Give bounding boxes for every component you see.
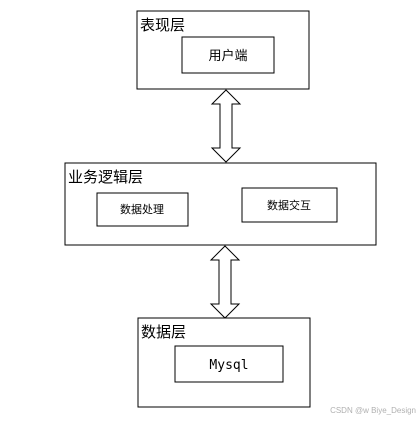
data-layer: 数据层 Mysql — [137, 317, 311, 408]
data-interaction-box — [241, 187, 338, 223]
client-box — [181, 36, 275, 74]
data-interaction-box-label: 数据交互 — [267, 198, 311, 212]
mysql-box-label: Mysql — [209, 358, 248, 373]
data-processing-box — [96, 192, 189, 227]
presentation-layer-title: 表现层 — [140, 16, 185, 34]
presentation-layer: 表现层 用户端 — [136, 10, 310, 90]
data-layer-title: 数据层 — [141, 323, 186, 341]
data-processing-box-label: 数据处理 — [120, 202, 164, 216]
client-box-label: 用户端 — [208, 48, 247, 64]
double-arrow-business-data — [209, 245, 241, 319]
mysql-box — [174, 345, 284, 383]
business-layer: 业务逻辑层 数据处理 数据交互 — [64, 162, 377, 246]
watermark: CSDN @w Biye_Design — [330, 406, 416, 415]
double-arrow-presentation-business — [210, 89, 242, 163]
business-layer-title: 业务逻辑层 — [68, 168, 143, 186]
